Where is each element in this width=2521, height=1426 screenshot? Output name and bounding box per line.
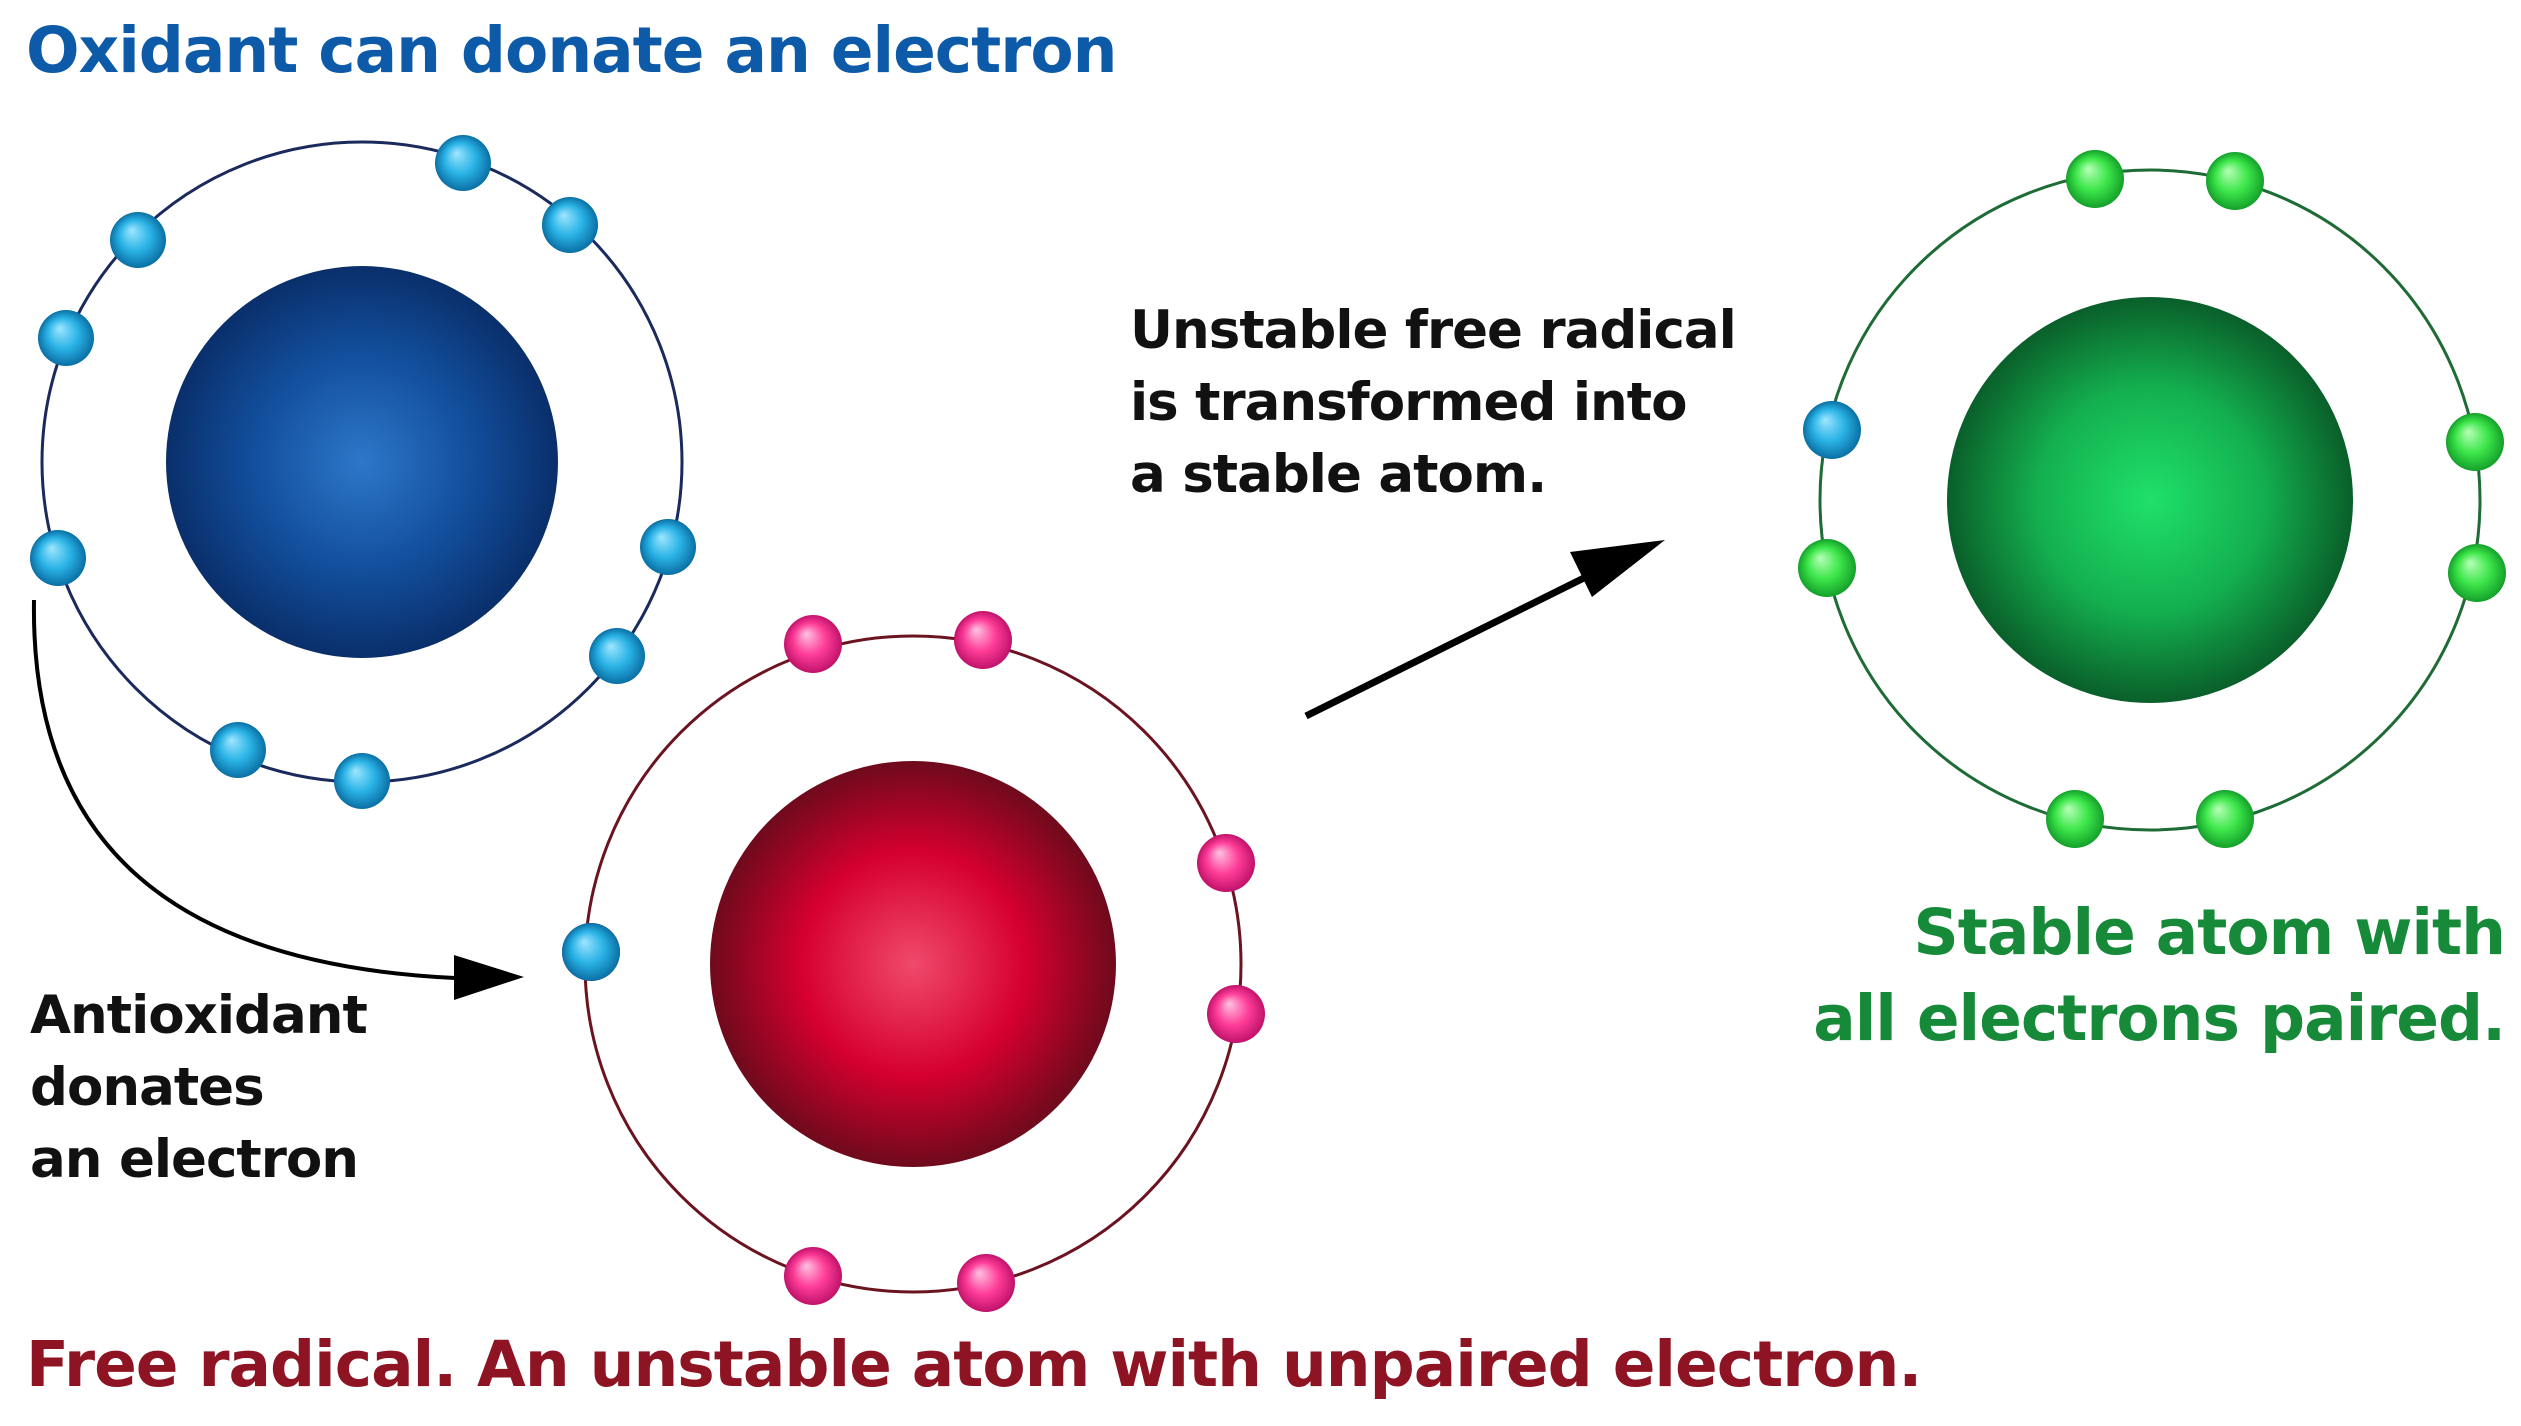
free-radical-electron [784,615,842,673]
antioxidant-electron [589,628,645,684]
antioxidant-electron [210,722,266,778]
stable-electron [2196,790,2254,848]
antioxidant-electron [38,310,94,366]
free-radical-electron [1207,985,1265,1043]
antioxidant-electron [640,519,696,575]
stable-atom [1798,150,2506,848]
stable-electron [2448,544,2506,602]
antioxidant-electron [542,197,598,253]
free-radical-electron [954,611,1012,669]
transform-arrow-line [1304,566,1602,720]
stable-electron [2066,150,2124,208]
stable-nucleus [1947,297,2353,703]
transform-arrowhead [1570,540,1665,597]
antioxidant-electron [435,135,491,191]
stable-atom-caption: Stable atom with all electrons paired. [1813,896,2506,1055]
free-radical-electron [1197,834,1255,892]
antioxidant-electron [110,212,166,268]
stable-electron [2446,413,2504,471]
free-radical-atom [562,611,1265,1312]
antioxidant-atom [30,135,696,809]
antioxidant-electron [334,753,390,809]
donation-curved-arrow [31,599,456,980]
stable-electron [1798,539,1856,597]
donates-note: Antioxidant donates an electron [30,985,368,1190]
free-radical-caption: Free radical. An unstable atom with unpa… [26,1328,1922,1401]
transform-note: Unstable free radical is transformed int… [1130,300,1737,505]
oxidant-title: Oxidant can donate an electron [26,14,1117,87]
free-radical-electron [784,1247,842,1305]
free-radical-nucleus [710,761,1116,1167]
stable-electron [2046,790,2104,848]
donated-electron [1803,401,1861,459]
stable-orbit [1818,168,2482,832]
antioxidant-nucleus [166,266,558,658]
donation-arrowhead [454,955,524,1000]
donated-electron [562,923,620,981]
antioxidant-electron [30,530,86,586]
free-radical-electron [957,1254,1015,1312]
stable-electron [2206,152,2264,210]
